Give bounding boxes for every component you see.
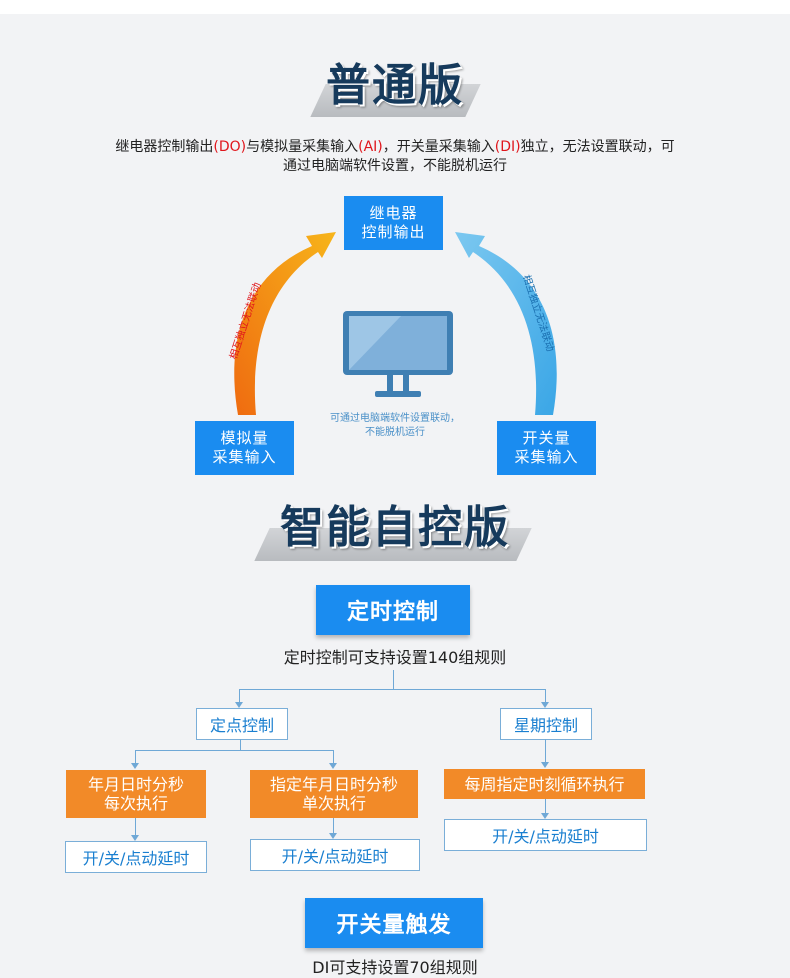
line-ymd-once-down (333, 818, 334, 834)
desc-ai: (AI) (358, 139, 383, 155)
arrow-to-fixed (235, 702, 243, 708)
line-ymd-repeat-down (135, 818, 136, 836)
timer-description: 定时控制可支持设置140组规则 (283, 648, 507, 667)
weekly-control-box: 星期控制 (500, 708, 592, 740)
basic-description: 继电器控制输出(DO)与模拟量采集输入(AI)，开关量采集输入(DI)独立，无法… (60, 138, 730, 176)
line-to-ymd-once (333, 750, 334, 764)
switch-line1: 开关量 (522, 429, 571, 447)
delay-box-3: 开/关/点动延时 (444, 819, 647, 851)
line-weekly-cycle-down (545, 799, 546, 814)
switch-trigger-description: DI可支持设置70组规则 (312, 958, 478, 977)
delay-box-1: 开/关/点动延时 (65, 841, 207, 873)
desc-part3: ，开关量采集输入 (382, 139, 495, 155)
top-white-strip (0, 0, 790, 14)
analog-line1: 模拟量 (220, 429, 269, 447)
ymd-repeat-line2: 每次执行 (103, 794, 168, 813)
ymd-repeat-line1: 年月日时分秒 (87, 775, 184, 794)
desc-part4: 独立，无法设置联动，可 (520, 139, 675, 155)
arrow-delay3 (541, 813, 549, 819)
line-to-ymd-repeat (135, 750, 136, 764)
fixed-point-control-box: 定点控制 (196, 708, 288, 740)
analog-line2: 采集输入 (212, 448, 277, 466)
relay-line2: 控制输出 (361, 223, 426, 241)
center-note-line1: 可通过电脑端软件设置联动， (330, 413, 460, 424)
arrow-to-ymd-once (329, 763, 337, 769)
arrows-layer: 相互独立无法联动 相互独立无法联动 (226, 232, 557, 415)
desc-part1: 继电器控制输出 (115, 139, 214, 155)
desc-di: (DI) (494, 139, 521, 155)
line-fixed-down (240, 739, 241, 750)
ymd-once-box: 指定年月日时分秒 单次执行 (250, 770, 418, 818)
line-branch-top (239, 689, 546, 690)
arrow-delay2 (329, 833, 337, 839)
line-branch-fixed (135, 750, 333, 751)
desc-do: (DO) (213, 139, 247, 155)
title-smart: 智能自控版 (280, 502, 510, 553)
arrow-to-weekly (541, 702, 549, 708)
desc-line2: 通过电脑端软件设置，不能脱机运行 (283, 158, 507, 174)
left-arrow (234, 232, 336, 415)
line-to-fixed (239, 689, 240, 703)
ymd-once-line1: 指定年月日时分秒 (269, 775, 398, 794)
analog-input-box: 模拟量 采集输入 (195, 421, 294, 475)
relay-output-box: 继电器 控制输出 (344, 196, 443, 250)
arrow-to-ymd-repeat (131, 763, 139, 769)
timer-control-button[interactable]: 定时控制 (316, 585, 470, 635)
title-basic: 普通版 (326, 60, 464, 111)
line-trunk (393, 670, 394, 690)
switch-input-box: 开关量 采集输入 (497, 421, 596, 475)
ymd-repeat-box: 年月日时分秒 每次执行 (66, 770, 206, 818)
arrow-to-weekly-cycle (541, 762, 549, 768)
switch-line2: 采集输入 (514, 448, 579, 466)
weekly-cycle-box: 每周指定时刻循环执行 (444, 769, 645, 799)
right-arrow (455, 232, 557, 415)
center-note-line2: 不能脱机运行 (365, 427, 425, 438)
line-to-weekly (545, 689, 546, 703)
ymd-once-line2: 单次执行 (301, 794, 366, 813)
center-note: 可通过电脑端软件设置联动， 不能脱机运行 (305, 412, 485, 440)
desc-part2: 与模拟量采集输入 (246, 139, 359, 155)
line-to-weekly-cycle (545, 739, 546, 763)
switch-trigger-button[interactable]: 开关量触发 (305, 898, 483, 948)
delay-box-2: 开/关/点动延时 (250, 839, 420, 871)
relay-line1: 继电器 (369, 204, 418, 222)
arrow-delay1 (131, 835, 139, 841)
monitor-icon (343, 311, 453, 397)
